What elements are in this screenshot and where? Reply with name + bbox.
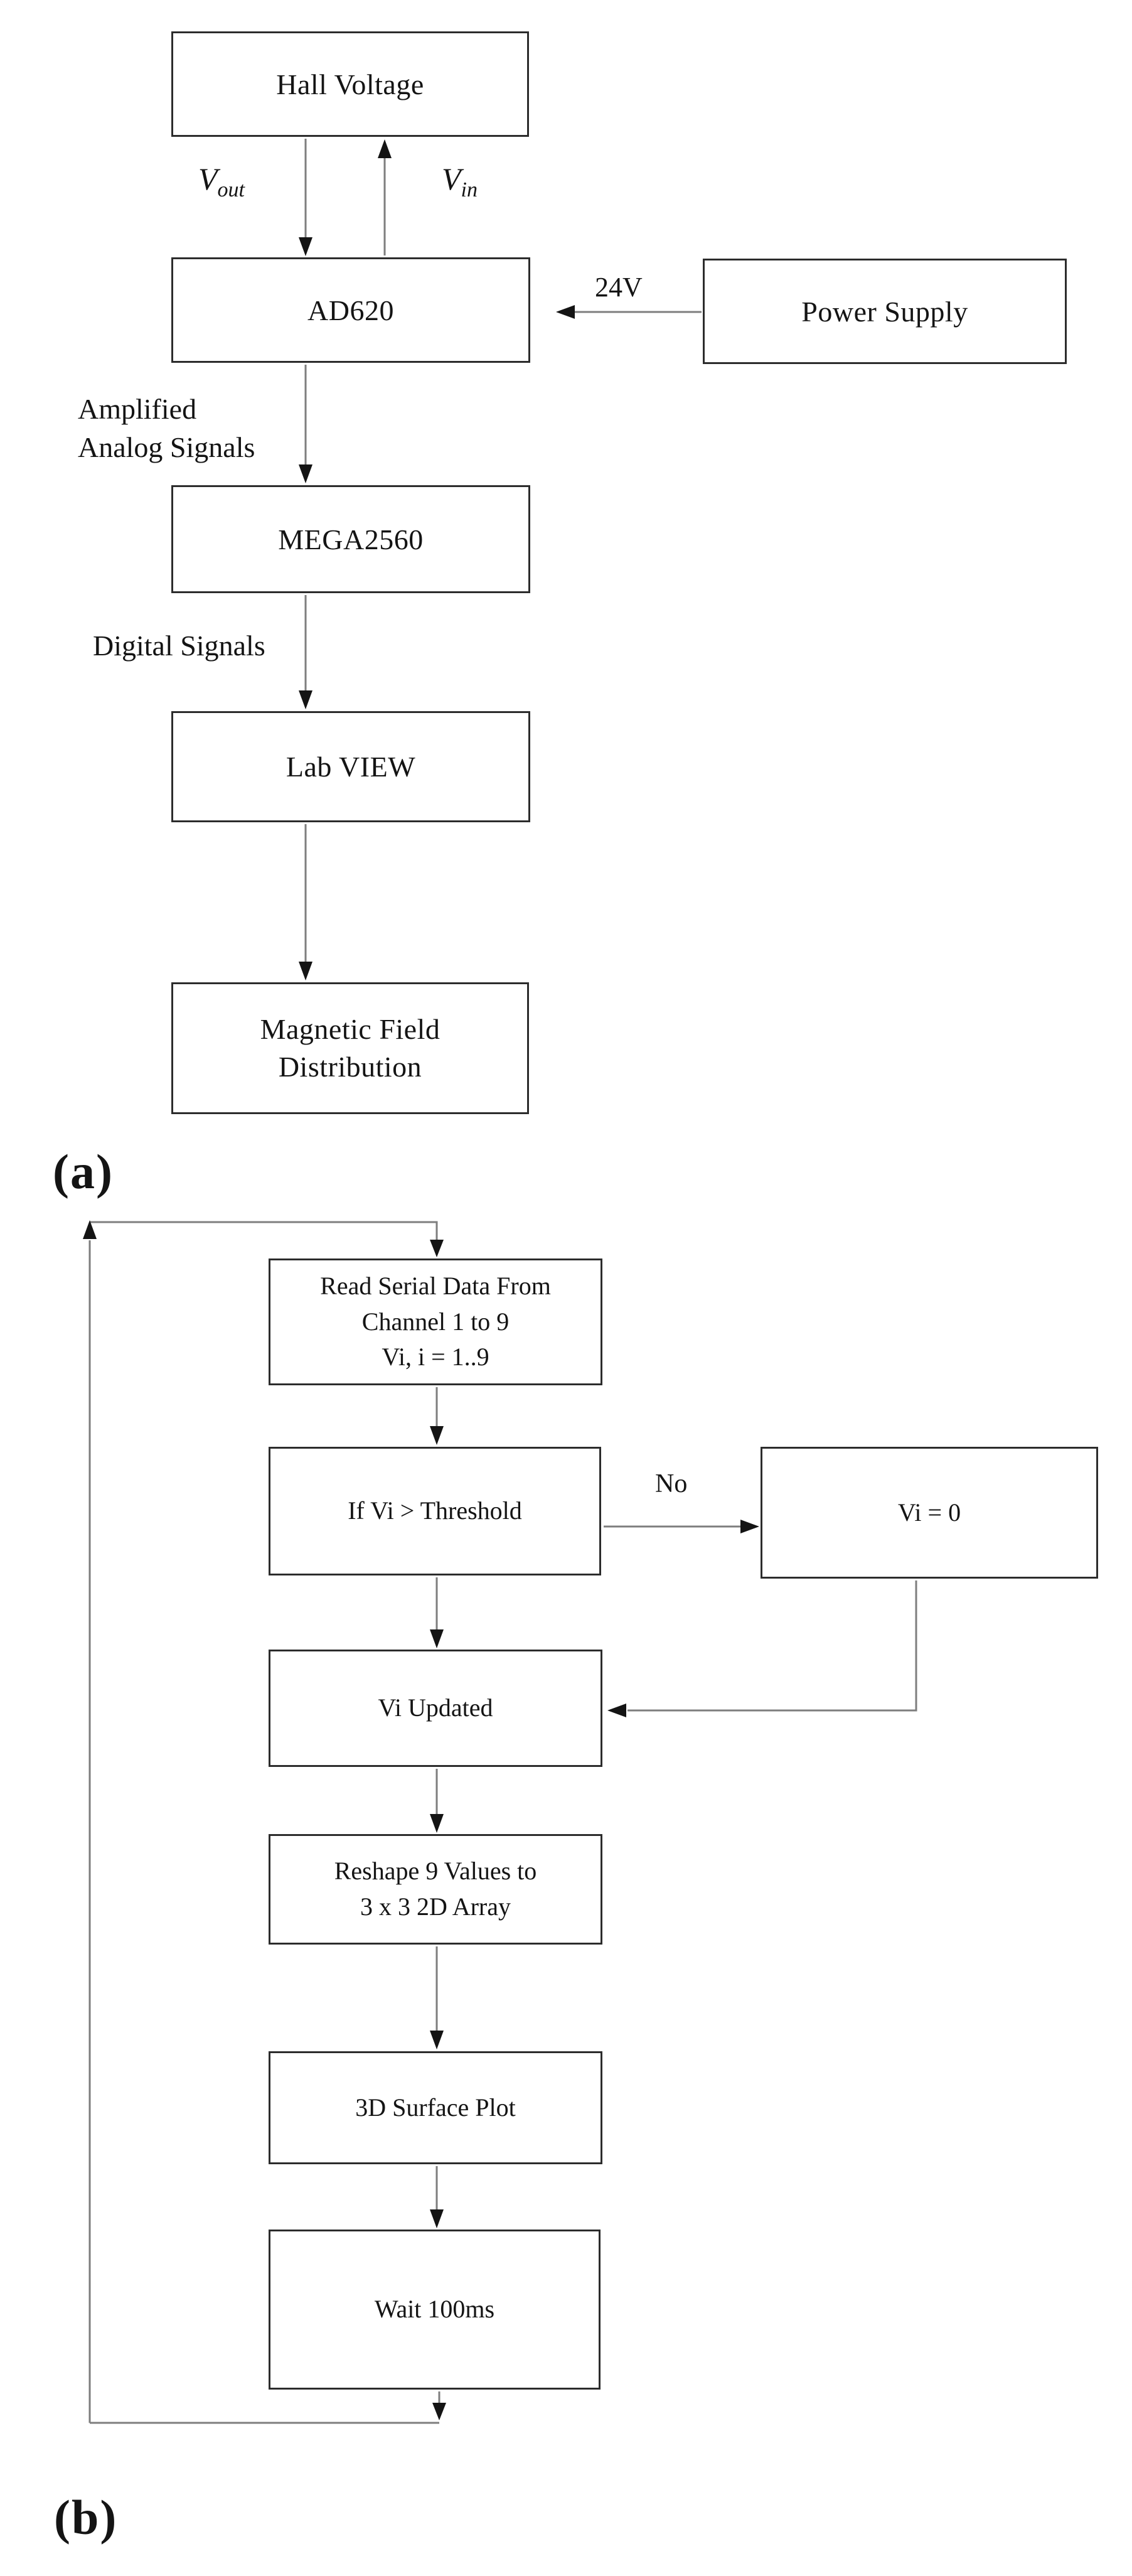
box-label-line: Distribution xyxy=(278,1051,422,1083)
arrow-ad620-to-mega xyxy=(299,365,312,483)
box-label: MEGA2560 xyxy=(278,523,424,555)
flow-box-threshold: If Vi > Threshold xyxy=(269,1447,601,1575)
flow-box-ad620: AD620 xyxy=(171,257,530,363)
box-label: Vi Updated xyxy=(378,1693,493,1722)
box-label: Lab VIEW xyxy=(286,751,416,783)
flow-box-read-serial: Read Serial Data From Channel 1 to 9 Vi,… xyxy=(269,1258,602,1385)
box-label-line: Reshape 9 Values to xyxy=(334,1857,537,1886)
panel-a-label: (a) xyxy=(53,1144,114,1199)
box-label-line: Channel 1 to 9 xyxy=(361,1307,510,1336)
no-branch-label: No xyxy=(655,1469,688,1498)
amplified-analog-line: Analog Signals xyxy=(78,431,255,463)
box-label: If Vi > Threshold xyxy=(348,1496,522,1525)
amplified-analog-line: Amplified xyxy=(78,393,197,425)
box-label-line: Read Serial Data From xyxy=(320,1271,551,1300)
flow-box-hall-voltage: Hall Voltage xyxy=(171,31,529,137)
box-label-line: Vi, i = 1..9 xyxy=(382,1343,489,1371)
flow-box-labview: Lab VIEW xyxy=(171,711,530,822)
arrow-surface-to-wait xyxy=(430,2166,444,2228)
arrow-wait-to-loop xyxy=(90,2391,446,2424)
flow-box-wait: Wait 100ms xyxy=(269,2230,601,2390)
arrow-vin-up xyxy=(378,139,392,255)
flow-box-power-supply: Power Supply xyxy=(703,259,1067,364)
vin-subscript: in xyxy=(461,178,478,201)
box-label-line: 3 x 3 2D Array xyxy=(360,1892,511,1921)
flow-box-vi-updated: Vi Updated xyxy=(269,1650,602,1767)
flow-box-mega2560: MEGA2560 xyxy=(171,485,530,593)
box-label: Power Supply xyxy=(801,295,968,328)
box-label: Wait 100ms xyxy=(374,2295,495,2324)
arrow-no-branch xyxy=(604,1520,759,1533)
box-label: 3D Surface Plot xyxy=(355,2093,516,2122)
arrow-read-to-threshold xyxy=(430,1387,444,1445)
arrow-threshold-to-viupdated xyxy=(430,1577,444,1648)
vout-subscript: out xyxy=(217,178,245,201)
vout-label: Vout xyxy=(198,161,245,202)
vin-symbol: V xyxy=(442,161,461,196)
flow-box-vi-zero: Vi = 0 xyxy=(761,1447,1098,1579)
arrow-viupdated-to-reshape xyxy=(430,1769,444,1833)
digital-signals-label: Digital Signals xyxy=(93,630,265,662)
box-label-line: Magnetic Field xyxy=(260,1013,441,1046)
arrow-mega-to-labview xyxy=(299,595,312,709)
box-label: Hall Voltage xyxy=(276,68,424,100)
panel-b-label: (b) xyxy=(54,2490,118,2545)
arrow-labview-to-magnetic xyxy=(299,824,312,980)
vin-label: Vin xyxy=(442,161,478,202)
flow-box-surface-plot: 3D Surface Plot xyxy=(269,2051,602,2164)
arrow-24v-left xyxy=(556,305,702,319)
supply-voltage-label: 24V xyxy=(595,272,643,303)
arrow-vizero-to-viupdated xyxy=(607,1580,917,1717)
vout-symbol: V xyxy=(198,161,218,196)
amplified-analog-label: Amplified Analog Signals xyxy=(78,390,255,466)
flow-box-magnetic-field: Magnetic Field Distribution xyxy=(171,982,529,1114)
box-label: AD620 xyxy=(307,294,394,326)
arrow-reshape-to-surface xyxy=(430,1946,444,2049)
loop-left-line xyxy=(83,1220,97,2423)
flow-box-reshape: Reshape 9 Values to 3 x 3 2D Array xyxy=(269,1834,602,1945)
arrow-vout-down xyxy=(299,139,312,256)
box-label: Vi = 0 xyxy=(897,1498,961,1527)
loop-top-line xyxy=(90,1221,444,1257)
